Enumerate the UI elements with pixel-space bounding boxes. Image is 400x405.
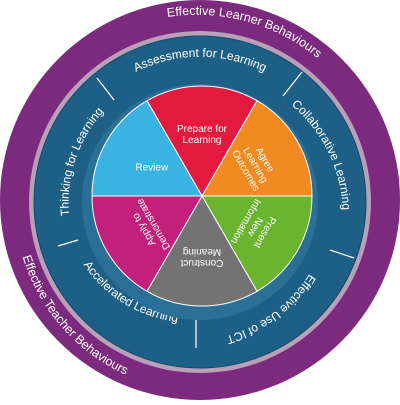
wedge-present [201,195,313,292]
wedge-label-review: Review [135,163,169,174]
wedge-review [91,100,203,197]
wedge-apply [91,195,203,292]
wedge-agree [201,100,313,197]
wedge-prepare [146,85,258,198]
wedge-label-construct: ConstructMeaning [180,246,223,268]
wedge-construct [146,194,258,307]
